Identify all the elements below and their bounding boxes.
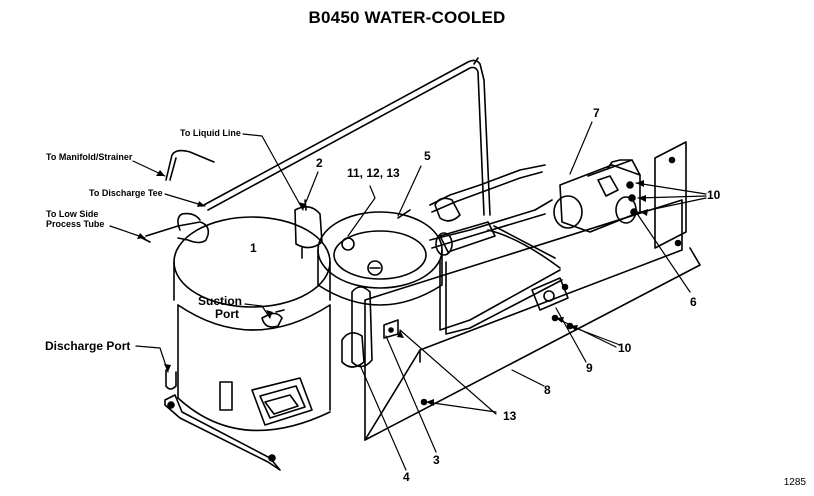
callout-6: 6 <box>690 295 697 309</box>
callout-8: 8 <box>544 383 551 397</box>
receiver-tank <box>341 286 399 368</box>
label-to-discharge-tee: To Discharge Tee <box>89 188 163 198</box>
label-suction-port: Suction Port <box>194 294 246 322</box>
callout-2: 2 <box>316 156 323 170</box>
compressor <box>164 216 331 471</box>
label-to-liquid-line: To Liquid Line <box>180 128 241 138</box>
label-to-manifold-strainer: To Manifold/Strainer <box>46 152 133 162</box>
process-tube <box>141 212 210 244</box>
long-tubes <box>201 57 491 216</box>
water-valve <box>397 197 496 256</box>
label-suction-line1: Suction <box>198 294 242 308</box>
callout-5: 5 <box>424 149 431 163</box>
manifold-line <box>165 149 215 181</box>
callout-1: 1 <box>250 241 257 255</box>
arrowheads <box>137 170 648 406</box>
diagram-title: B0450 WATER-COOLED <box>308 8 506 27</box>
callout-9: 9 <box>586 361 593 375</box>
label-discharge-port: Discharge Port <box>45 339 131 353</box>
leader-lines <box>109 121 707 471</box>
base-plate <box>364 199 701 441</box>
callout-13: 13 <box>503 409 517 423</box>
callout-10-lower: 10 <box>618 341 632 355</box>
callout-10-upper: 10 <box>707 188 721 202</box>
discharge-port <box>165 369 177 390</box>
callout-11-12-13: 11, 12, 13 <box>347 166 400 180</box>
label-to-low-side: To Low Side Process Tube <box>46 209 105 230</box>
callout-3: 3 <box>433 453 440 467</box>
condenser-coil <box>317 211 443 306</box>
label-to-low-side-line2: Process Tube <box>46 218 105 229</box>
figure-number: 1285 <box>783 477 806 488</box>
solenoid-valve <box>553 159 641 233</box>
right-bracket <box>654 141 687 249</box>
callout-4: 4 <box>403 470 410 484</box>
label-to-low-side-line1: To Low Side <box>46 209 99 219</box>
suction-port <box>261 309 285 328</box>
callout-7: 7 <box>593 106 600 120</box>
label-suction-line2: Port <box>215 307 239 322</box>
